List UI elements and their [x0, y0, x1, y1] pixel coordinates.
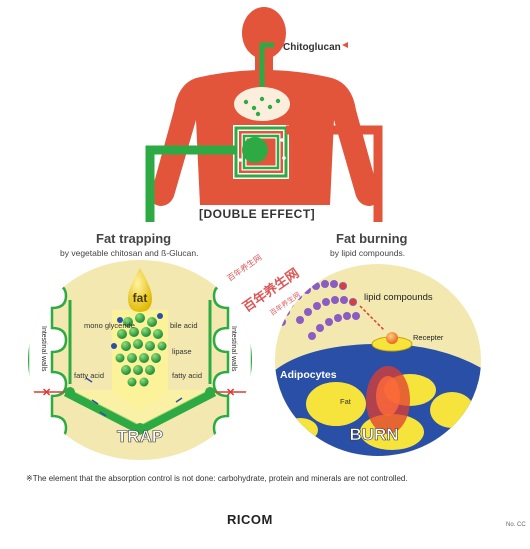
fatty-acid-right-label: fatty acid: [172, 371, 202, 380]
intestinal-walls-left-label: Intestinal walls: [40, 326, 47, 372]
trap-label: TRAP: [117, 427, 163, 446]
trap-connector: [145, 145, 236, 222]
fat-burning-title: Fat burning: [336, 231, 408, 246]
fat-label: fat: [133, 291, 148, 305]
brand-logo: RICOM: [227, 512, 273, 527]
fat-cell-label: Fat: [340, 397, 352, 406]
svg-text:✕: ✕: [226, 387, 235, 399]
adipocytes-label: Adipocytes: [280, 369, 337, 381]
code-label: No. CC: [506, 522, 526, 528]
recepter-label: Recepter: [413, 333, 444, 342]
chitoglucan-label: Chitoglucan: [283, 42, 341, 53]
fat-burning-subtitle: by lipid compounds.: [330, 248, 406, 258]
footnote: ※The element that the absorption control…: [26, 474, 408, 483]
chitoglucan-arrow-icon: [342, 42, 348, 48]
bile-acid-label: bile acid: [170, 321, 198, 330]
fat-trapping-subtitle: by vegetable chitosan and ß-Glucan.: [60, 248, 199, 258]
fat-trapping-title: Fat trapping: [96, 231, 172, 246]
chitoglucan-particles: [111, 313, 167, 387]
trap-panel: ✕ ✕: [28, 260, 252, 460]
lipase-label: lipase: [172, 347, 192, 356]
fatty-acid-left-label: fatty acid: [74, 371, 104, 380]
mono-glyceride-label: mono glyceride: [84, 321, 135, 330]
receptor-icon: [386, 332, 398, 344]
svg-text:✕: ✕: [42, 387, 51, 399]
burn-connector: [286, 125, 383, 222]
lipid-compounds-label: lipid compounds: [364, 292, 433, 303]
fat-drop-icon: [128, 268, 152, 312]
intestinal-walls-right-label: Intestinal walls: [230, 326, 237, 372]
burn-panel: lipid compounds Recepter Adipocytes Fat …: [275, 264, 481, 456]
burn-label: BURN: [349, 425, 398, 444]
double-effect-title: [DOUBLE EFFECT]: [199, 207, 316, 221]
